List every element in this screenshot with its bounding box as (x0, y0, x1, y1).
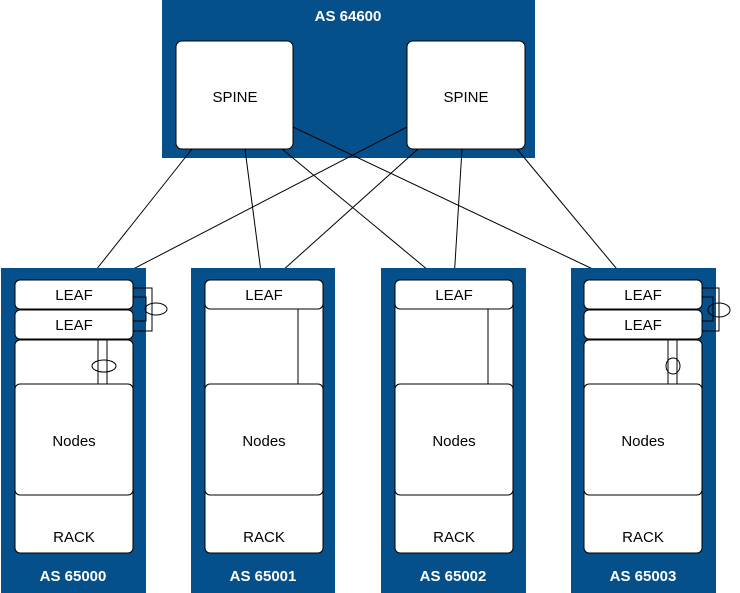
rack-3-rack-label: RACK (622, 529, 664, 546)
spine-2-box (406, 40, 526, 150)
rack-0-leaf-1 (14, 279, 134, 310)
link-spine2-leaf2 (453, 148, 463, 281)
rack-3-mlag-link-inner (702, 296, 714, 322)
spine-as-label: AS 64600 (315, 8, 382, 25)
rack-1-rack-label: RACK (243, 529, 285, 546)
rack-as-65000: LEAF LEAF Nodes RACK AS 65000 (1, 268, 168, 593)
rack-0-as-label: AS 65000 (40, 568, 107, 585)
spine-1-box (175, 40, 294, 150)
rack-3-mlag-link-outer (702, 287, 720, 332)
link-spine2-leaf1 (271, 148, 419, 281)
rack-0-nodes-label: Nodes (52, 433, 95, 450)
rack-0-mlag-link-outer (133, 287, 153, 332)
rack-1-leaf-1 (204, 279, 324, 310)
rack-2-leaf-1 (394, 279, 514, 310)
rack-1-nodes-box (204, 383, 324, 496)
rack-2-nodes-label: Nodes (432, 433, 475, 450)
rack-0-rack-label: RACK (53, 529, 95, 546)
link-spine1-leaf2 (281, 148, 441, 281)
rack-3-leaf-2 (583, 309, 703, 340)
rack-0-mlag-link-inner (133, 296, 147, 322)
rack-0-nodes-box (14, 383, 134, 496)
rack-2-nodes-box (394, 383, 514, 496)
rack-2-as-label: AS 65002 (420, 568, 487, 585)
rack-0-node-lag-ellipse (91, 359, 117, 373)
rack-0-mlag-ellipse (144, 302, 168, 316)
spine-2-label: SPINE (443, 89, 488, 106)
rack-2-rack-label: RACK (433, 529, 475, 546)
rack-as-65002: LEAF Nodes RACK AS 65002 (381, 268, 526, 593)
rack-3-leaf-2-label: LEAF (624, 317, 662, 334)
rack-3-node-lag-ellipse (665, 357, 681, 375)
rack-3-leaf-1-label: LEAF (624, 287, 662, 304)
rack-3-as-label: AS 65003 (610, 568, 677, 585)
rack-1-leaf-1-label: LEAF (245, 287, 283, 304)
rack-3-nodes-label: Nodes (621, 433, 664, 450)
spine-leaf-links (87, 126, 627, 281)
link-spine1-leaf1 (244, 148, 263, 281)
link-spine2-leaf3 (516, 148, 627, 281)
rack-2-leaf-1-label: LEAF (435, 287, 473, 304)
rack-3-nodes-box (583, 383, 703, 496)
spine-as-block: AS 64600 SPINE SPINE (162, 0, 535, 158)
link-spine2-leaf0 (111, 126, 408, 281)
link-spine1-leaf0 (87, 148, 193, 281)
rack-0-leaf-1-label: LEAF (55, 287, 93, 304)
rack-0-leaf-2 (14, 309, 134, 340)
spine-1-label: SPINE (212, 89, 257, 106)
rack-1-as-label: AS 65001 (230, 568, 297, 585)
rack-3-leaf-1 (583, 279, 703, 310)
rack-1-nodes-label: Nodes (242, 433, 285, 450)
link-spine1-leaf3 (292, 126, 617, 281)
rack-0-leaf-2-label: LEAF (55, 317, 93, 334)
rack-3-mlag-ellipse (707, 302, 731, 318)
rack-as-65001: LEAF Nodes RACK AS 65001 (191, 268, 335, 593)
rack-as-65003: LEAF LEAF Nodes RACK AS 65003 (571, 268, 731, 593)
